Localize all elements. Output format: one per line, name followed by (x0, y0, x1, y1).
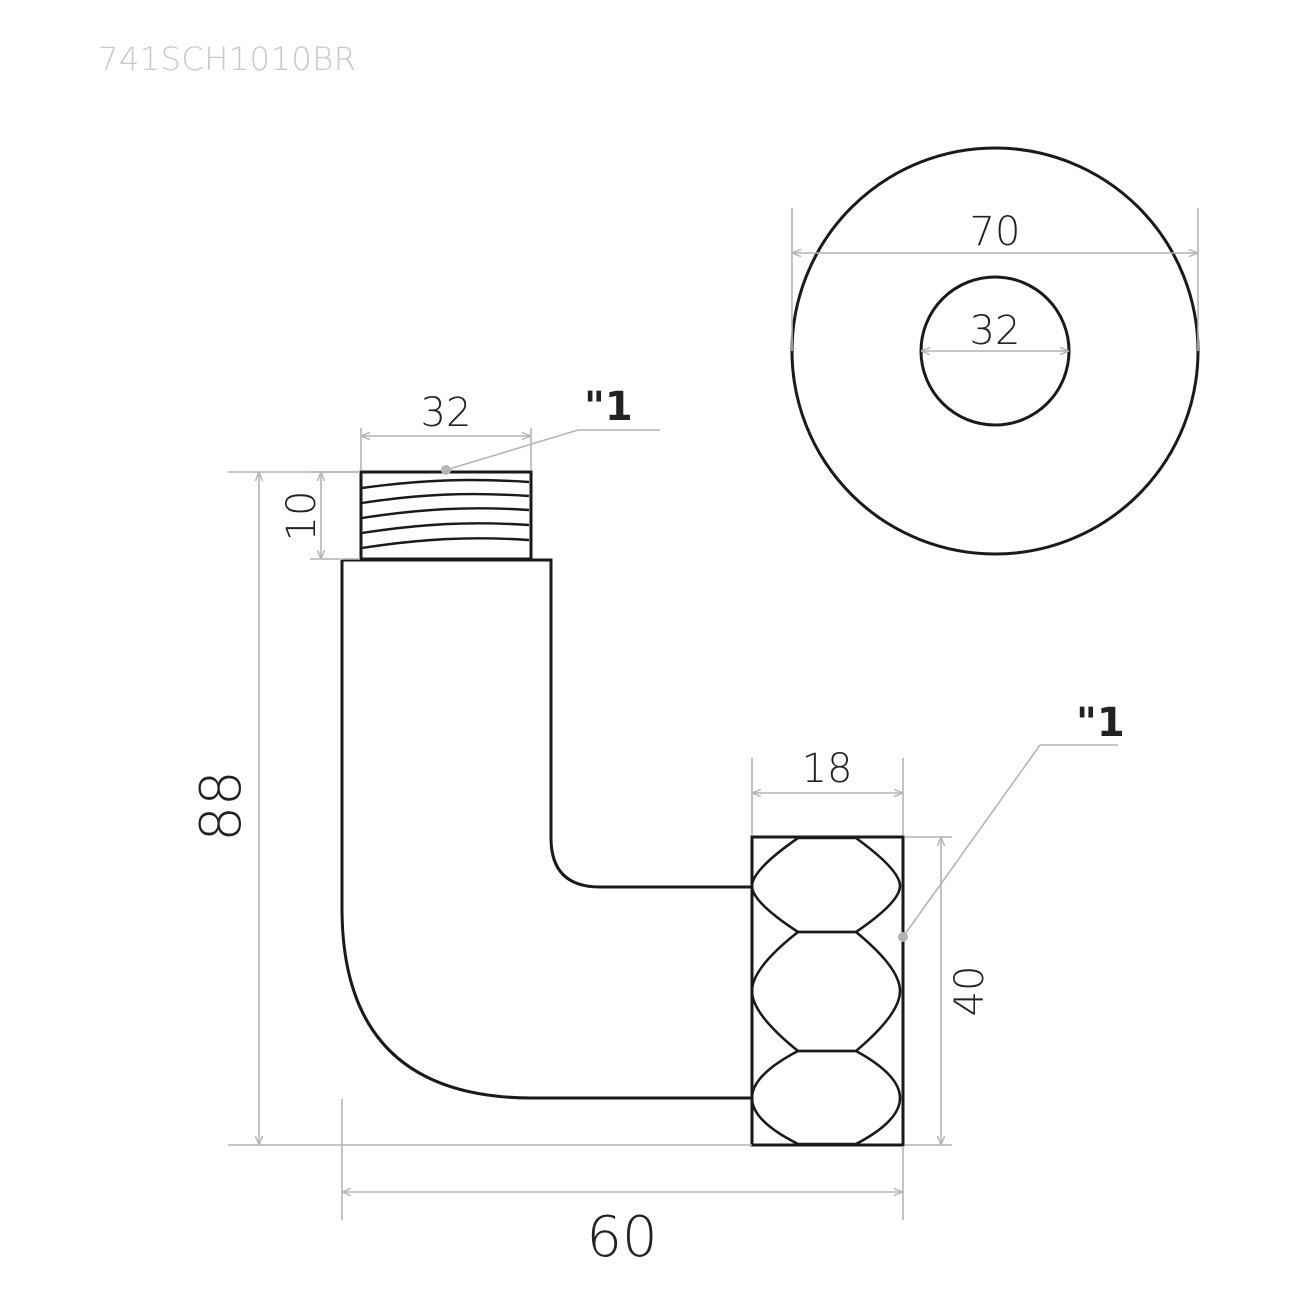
side-nut (750, 835, 905, 1147)
dimension-thread-height: 10 (279, 471, 360, 560)
nut-facets (750, 836, 902, 1146)
thread-label-top: "1 (584, 384, 633, 430)
dim-label-nut-width: 18 (802, 746, 853, 792)
dimension-total-height: 88 (189, 471, 752, 1146)
leader-side-thread: "1 (898, 700, 1125, 942)
dim-label-total-width: 60 (586, 1205, 657, 1270)
dimension-nut-width: 18 (751, 746, 904, 835)
leader-top-thread: "1 (441, 384, 660, 475)
elbow-body (340, 558, 752, 1100)
dim-label-flange-inner: 32 (970, 308, 1021, 354)
dim-label-thread-height: 10 (279, 491, 325, 542)
thread-lines (361, 478, 530, 550)
dimension-total-width: 60 (341, 1099, 904, 1270)
dim-label-nut-height: 40 (947, 966, 993, 1017)
dimension-thread-width: 32 (360, 390, 532, 470)
dim-label-total-height: 88 (189, 770, 254, 841)
dim-label-thread-width: 32 (421, 390, 472, 436)
flange-view: 70 32 (790, 146, 1200, 556)
elbow-fitting (340, 470, 905, 1147)
dimension-nut-height: 40 (905, 836, 993, 1146)
product-code: 741SCH1010BR (98, 40, 356, 78)
dim-label-flange-outer: 70 (970, 209, 1021, 255)
thread-label-side: "1 (1076, 700, 1125, 746)
